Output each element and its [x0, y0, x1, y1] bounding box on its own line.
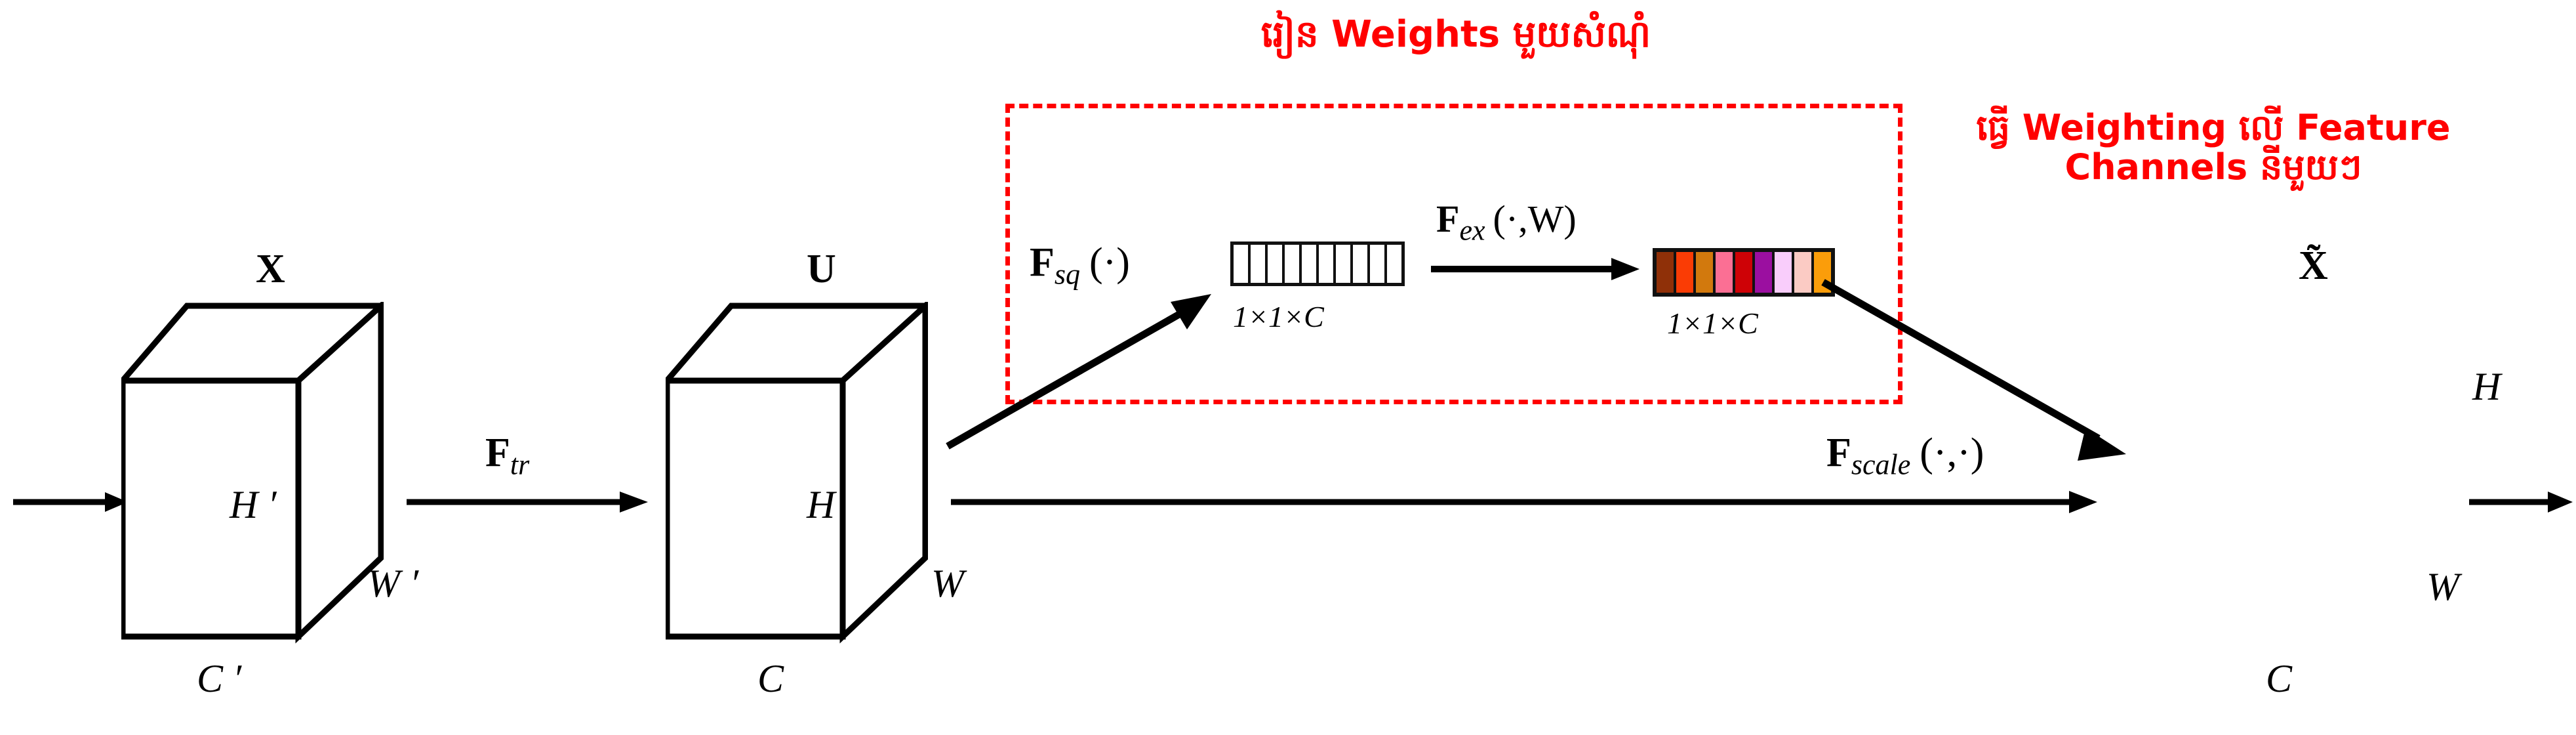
squeezed-vector-cell: [1387, 245, 1401, 283]
excited-vector-cell: [1794, 252, 1811, 293]
scale-arrow: [951, 491, 2097, 513]
output-tensor-height-label: H: [2472, 365, 2501, 408]
transformed-tensor-channel-label: C: [757, 657, 784, 700]
squeezed-vector-cell: [1302, 245, 1316, 283]
squeezed-vector: [1230, 242, 1405, 286]
annotation-weighting-channels: ធ្វើ Weighting លើ Feature Channels នីមួយ…: [1882, 108, 2545, 188]
operator-subscript-sq: sq: [1054, 258, 1080, 291]
operator-args-ex: (·,W): [1493, 198, 1577, 240]
input-tensor-height-label: H ′: [230, 483, 277, 526]
excited-vector-cell: [1775, 252, 1792, 293]
operator-symbol-F-ex: F: [1436, 198, 1460, 240]
operator-args-sq: (·): [1089, 240, 1130, 285]
operator-subscript-tr: tr: [510, 448, 530, 481]
transformed-tensor-width-label: W: [931, 562, 964, 605]
operator-args-scale: (·,·): [1920, 430, 1984, 475]
operator-label-F-sq: Fsq (·): [1030, 240, 1130, 291]
input-tensor-width-label: W ′: [367, 562, 419, 605]
transformed-tensor-label-U: U: [807, 247, 836, 291]
squeeze-arrow: [946, 294, 1211, 450]
excite-arrow: [1431, 258, 1640, 280]
excited-vector: [1653, 248, 1835, 297]
squeezed-vector-cell: [1234, 245, 1248, 283]
squeeze-excite-dashed-region: [1005, 104, 1902, 404]
squeezed-vector-cell: [1285, 245, 1299, 283]
transformed-tensor-height-label: H: [807, 483, 835, 526]
output-arrow: [2469, 492, 2573, 513]
scale-weights-arrow: [1821, 279, 2126, 461]
annotation-weighting-channels-line1: ធ្វើ Weighting លើ Feature: [1976, 107, 2451, 148]
operator-symbol-F-sq: F: [1030, 240, 1055, 285]
squeezed-vector-shape-label: 1×1×C: [1233, 300, 1324, 333]
squeezed-vector-cell: [1319, 245, 1333, 283]
excited-vector-cell: [1696, 252, 1713, 293]
output-tensor-width-label: W: [2426, 565, 2459, 608]
annotation-learn-weights: រៀន Weights មួយសំណុំ: [1260, 13, 1651, 56]
input-tensor-cube-X: [121, 302, 384, 656]
excited-vector-cell: [1755, 252, 1772, 293]
transformed-tensor-cube-U: [666, 302, 928, 656]
annotation-weighting-channels-line2: Channels នីមួយៗ: [2064, 146, 2362, 188]
excited-vector-cell: [1676, 252, 1693, 293]
squeezed-vector-cell: [1268, 245, 1282, 283]
output-tensor-label-Xtilde: X̃: [2299, 243, 2328, 288]
input-tensor-label-X: X: [256, 247, 285, 291]
operator-label-F-scale: Fscale (·,·): [1826, 430, 1984, 481]
input-arrow: [13, 492, 128, 512]
transform-arrow: [407, 492, 648, 513]
operator-symbol-F-tr: F: [485, 430, 510, 475]
excited-vector-shape-label: 1×1×C: [1667, 306, 1758, 340]
operator-label-F-tr: Ftr: [485, 430, 529, 481]
output-tensor-channel-label: C: [2266, 657, 2293, 700]
excited-vector-cell: [1657, 252, 1674, 293]
squeezed-vector-cell: [1251, 245, 1265, 283]
operator-symbol-F-scale: F: [1826, 430, 1851, 475]
operator-subscript-ex: ex: [1459, 214, 1485, 247]
squeezed-vector-cell: [1353, 245, 1367, 283]
operator-subscript-scale: scale: [1851, 448, 1911, 481]
input-tensor-channel-label: C ′: [197, 657, 242, 700]
operator-label-F-ex: Fex(·,W): [1436, 197, 1577, 247]
squeezed-vector-cell: [1370, 245, 1384, 283]
excited-vector-cell: [1735, 252, 1752, 293]
squeezed-vector-cell: [1336, 245, 1350, 283]
excited-vector-cell: [1716, 252, 1733, 293]
